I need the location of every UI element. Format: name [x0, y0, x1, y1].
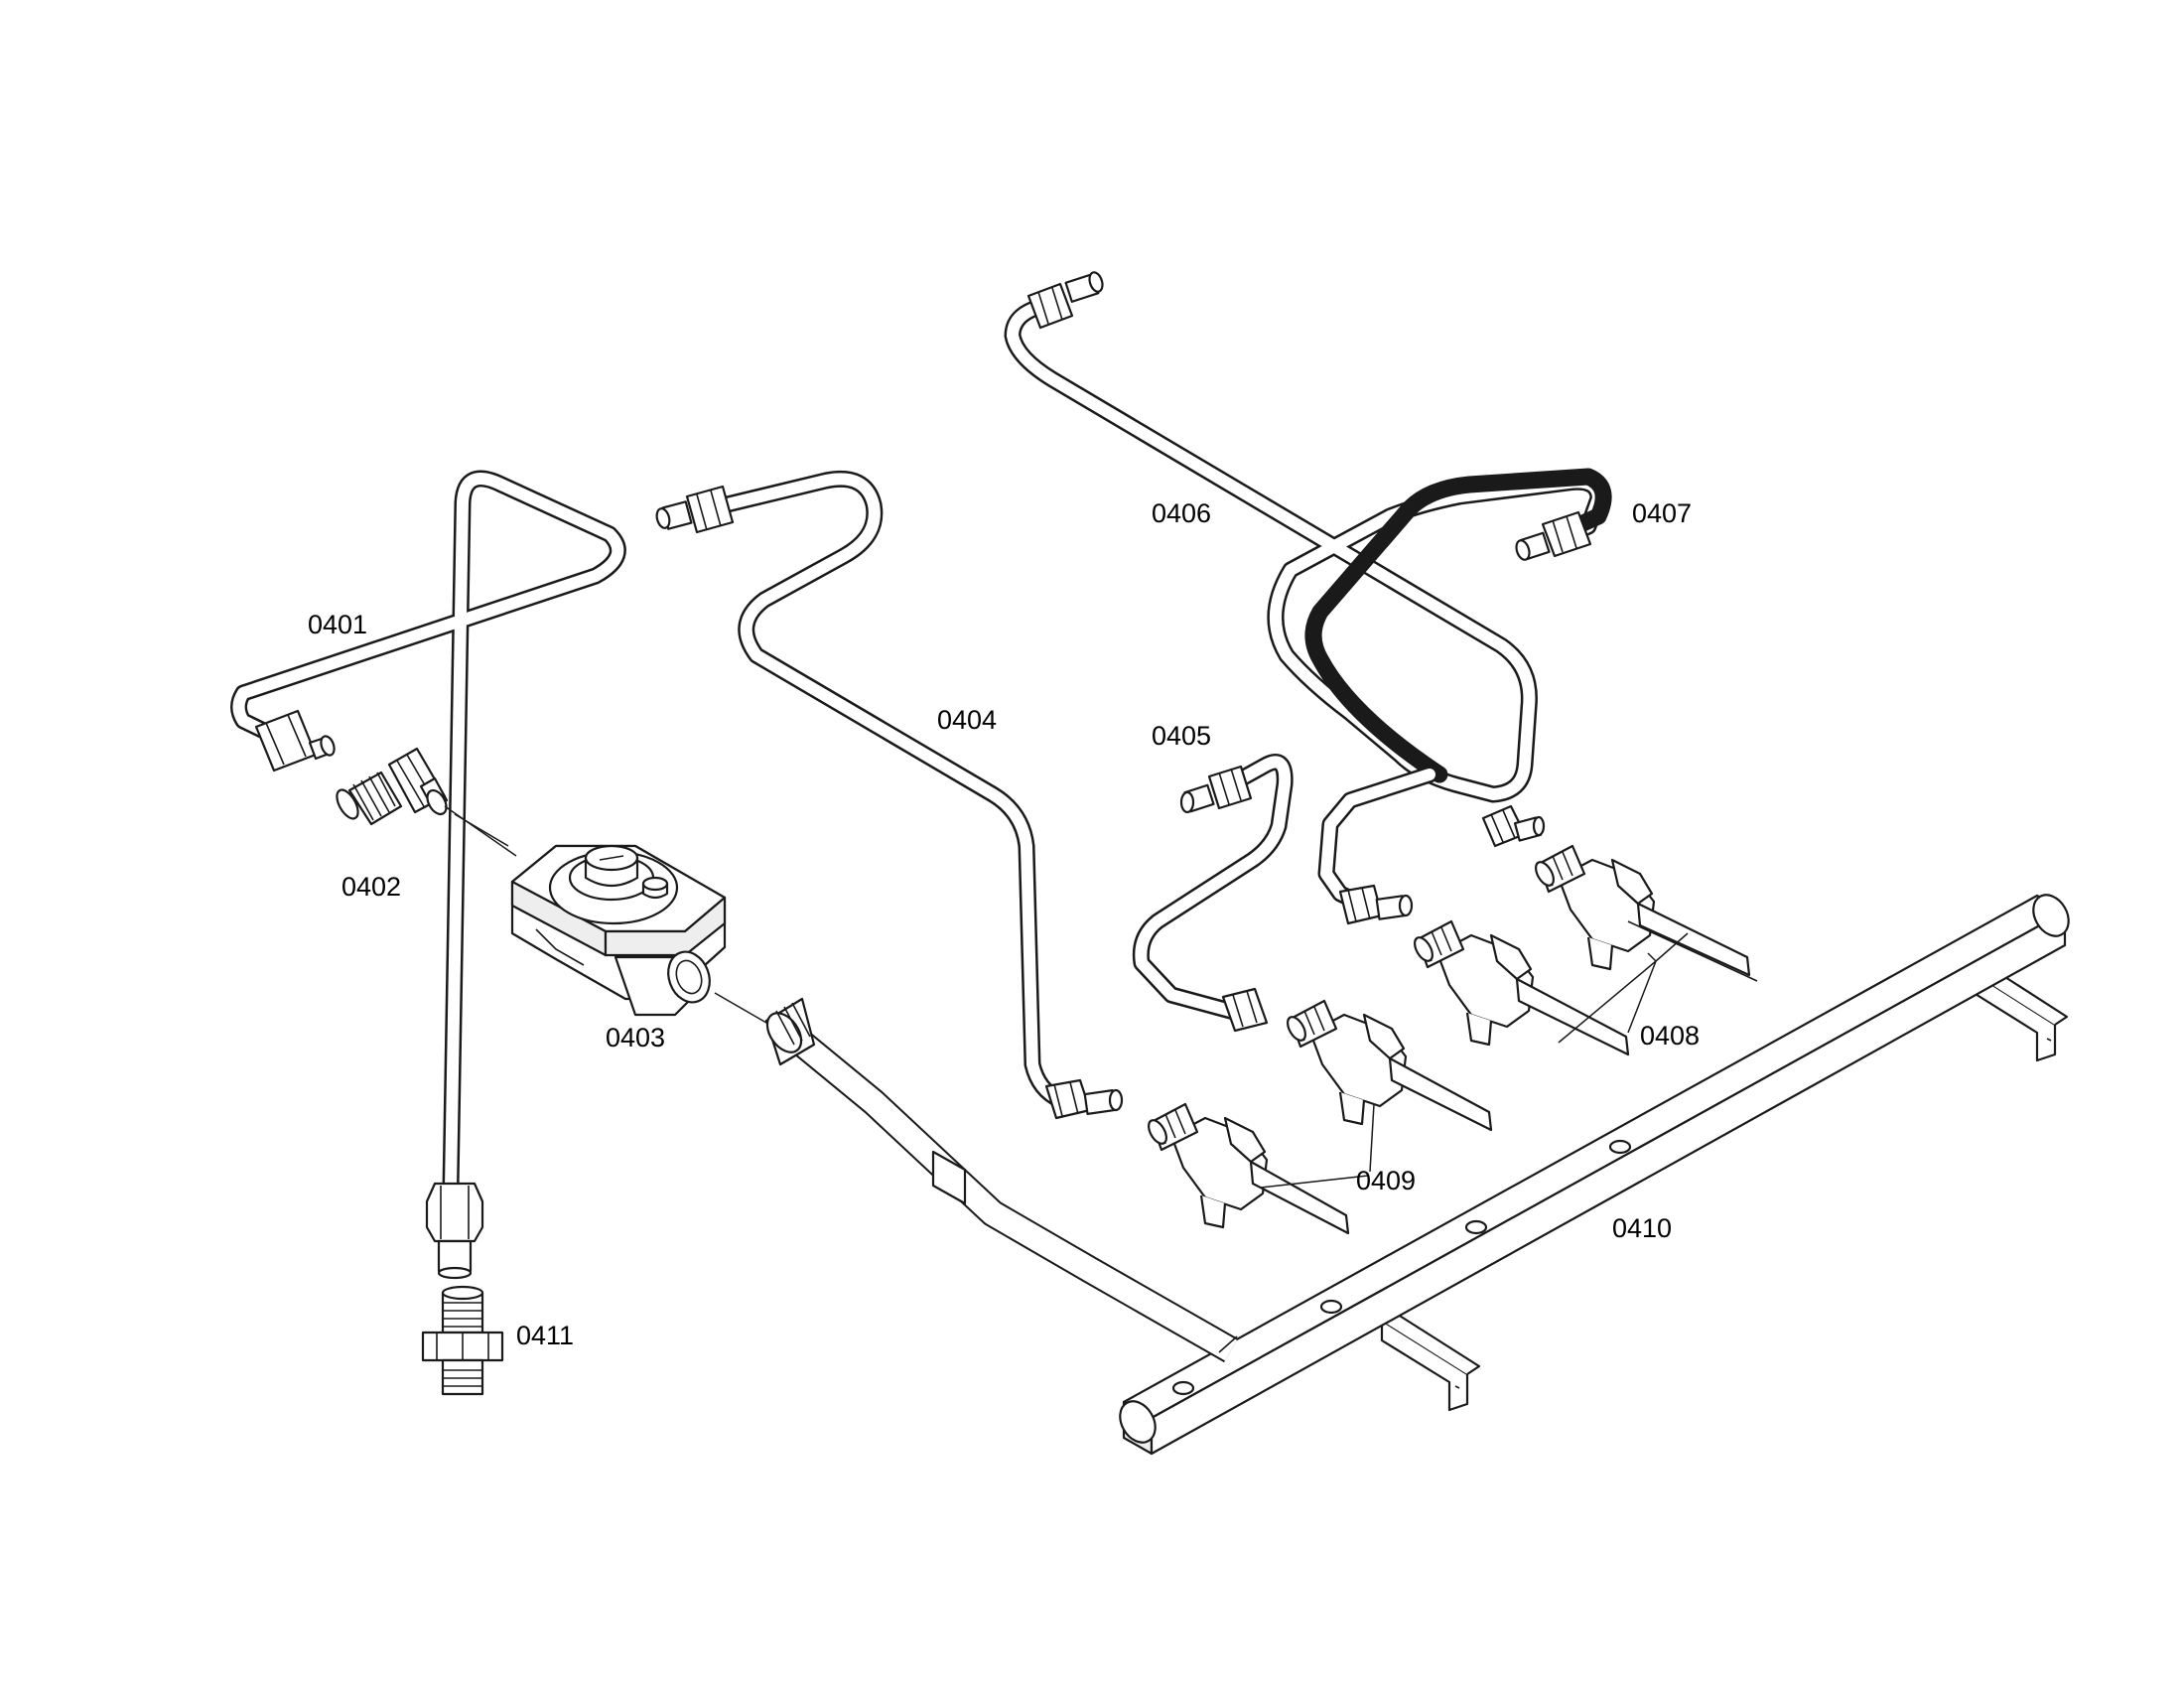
- tube-0405: [1132, 754, 1294, 1033]
- flare-nut-0406-upper: [1026, 271, 1104, 330]
- tube-0407: [1304, 468, 1612, 925]
- leader-0402-0403: [454, 813, 509, 847]
- callout-0402: 0402: [341, 872, 401, 902]
- manifold-bracket-left: [1380, 1311, 1481, 1412]
- tube-0401: [230, 470, 626, 1280]
- callout-0407: 0407: [1632, 498, 1692, 528]
- flare-nut-0405-lower: [1221, 987, 1269, 1033]
- tube-0404: [655, 470, 1124, 1120]
- flare-nut-0407-upper: [1515, 510, 1592, 561]
- flare-nut-0404-upper: [655, 485, 735, 534]
- callout-0404: 0404: [937, 705, 997, 735]
- callout-0401: 0401: [308, 610, 367, 639]
- leader-0409: [1260, 1103, 1375, 1189]
- valve-0409-lower: [1148, 1102, 1350, 1235]
- flare-nut-0405-upper: [1179, 765, 1253, 814]
- regulator-0403: [510, 844, 727, 1017]
- callout-0405: 0405: [1152, 721, 1211, 751]
- manifold-bar: [1119, 894, 2070, 1456]
- flare-nut-0401-upper: [254, 709, 336, 772]
- leader-0408: [1558, 952, 1657, 1044]
- flare-nut-0401-lower: [425, 1182, 484, 1280]
- callout-0411: 0411: [516, 1321, 574, 1350]
- adapter-0402: [336, 747, 449, 826]
- leader-0408-label: [1655, 932, 1689, 962]
- callout-0408: 0408: [1640, 1021, 1700, 1051]
- valve-0408-upper: [1535, 844, 1758, 982]
- flare-nut-0406-lower: [1481, 804, 1546, 848]
- flare-nut-0407-lower: [1338, 884, 1414, 925]
- fitting-0411: [421, 1285, 504, 1396]
- callout-0406: 0406: [1152, 498, 1211, 528]
- inlet-tube: [764, 997, 1238, 1363]
- tube-0406: [1004, 271, 1607, 848]
- callout-0403: 0403: [606, 1023, 665, 1052]
- callout-0409: 0409: [1356, 1166, 1416, 1195]
- callout-0410: 0410: [1612, 1213, 1672, 1243]
- flare-nut-0404-lower: [1044, 1078, 1124, 1120]
- valve-0409-upper: [1287, 999, 1493, 1132]
